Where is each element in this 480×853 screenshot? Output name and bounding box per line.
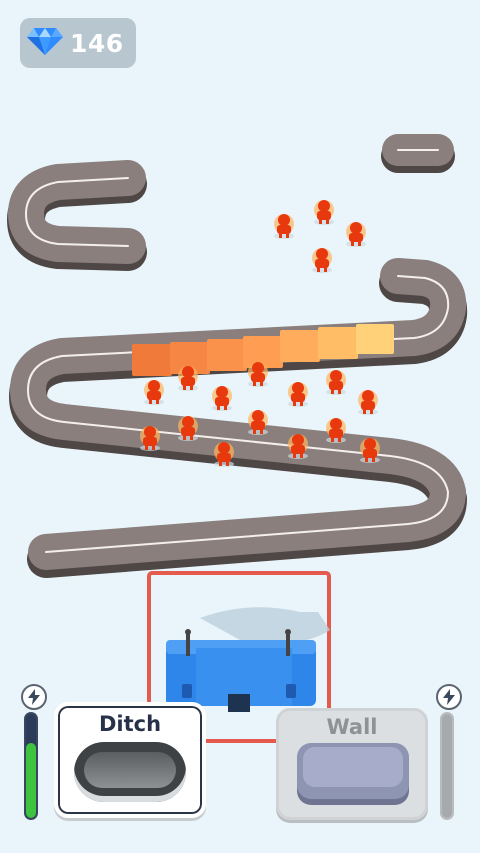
wall-block	[132, 344, 172, 376]
enemy	[212, 386, 232, 411]
placed-wall	[132, 324, 394, 376]
enemy	[314, 200, 334, 225]
placement-frame[interactable]	[147, 571, 331, 743]
castle	[166, 607, 330, 712]
enemy	[326, 370, 346, 395]
ditch-label: Ditch	[98, 712, 162, 736]
wall-block	[318, 327, 358, 359]
gem-count: 146	[70, 28, 124, 58]
enemy	[178, 416, 198, 441]
wall-block	[170, 342, 210, 374]
wall-card[interactable]: Wall	[276, 708, 428, 820]
gem-counter: 146	[20, 18, 136, 68]
energy-bar-right	[440, 712, 454, 820]
enemy	[358, 390, 378, 415]
enemy	[178, 366, 198, 391]
wall-label: Wall	[326, 715, 378, 739]
wall-block	[207, 339, 247, 371]
lightning-icon	[21, 684, 47, 710]
enemy	[326, 418, 346, 443]
energy-bar-left	[24, 712, 38, 820]
enemy	[274, 214, 294, 239]
enemy	[360, 438, 380, 463]
enemy	[140, 426, 160, 451]
enemy	[144, 380, 164, 405]
wall-block	[280, 330, 320, 362]
lightning-icon	[436, 684, 462, 710]
enemy	[312, 248, 332, 273]
energy-fill-right	[442, 714, 452, 818]
wall-block	[356, 324, 394, 354]
wall-icon	[297, 743, 409, 799]
enemy	[346, 222, 366, 247]
enemy	[248, 410, 268, 435]
road	[7, 134, 468, 578]
enemy	[214, 442, 234, 467]
enemy	[288, 434, 308, 459]
enemy	[288, 382, 308, 407]
ditch-card[interactable]: Ditch	[54, 702, 206, 818]
enemy-group	[140, 200, 380, 467]
wall-block	[243, 336, 283, 368]
enemy	[248, 362, 268, 387]
ditch-icon	[74, 742, 186, 802]
diamond-icon	[26, 26, 64, 61]
energy-fill-left	[26, 743, 36, 818]
